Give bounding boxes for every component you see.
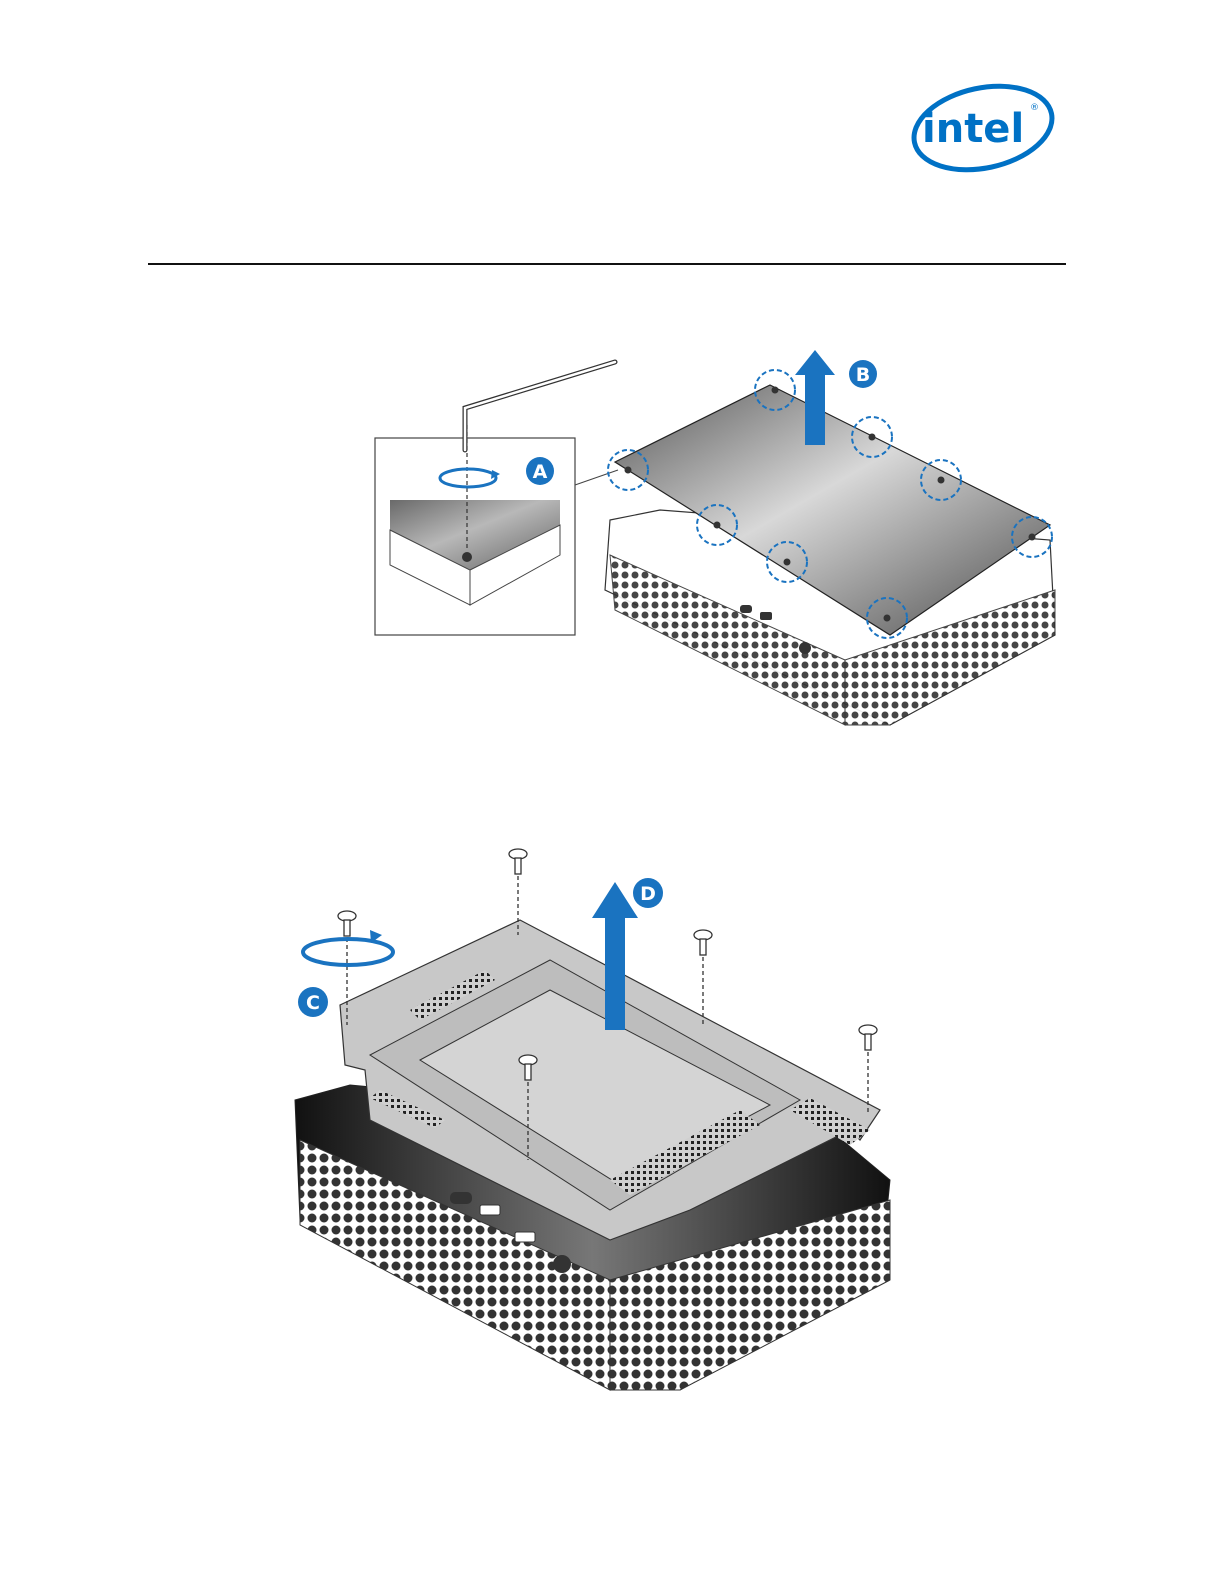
callout-a-label: A [533, 461, 548, 483]
svg-text:®: ® [1030, 103, 1039, 113]
callout-d: D [633, 878, 663, 908]
figure-remove-inner-plate: C D [270, 840, 910, 1400]
callout-c-label: C [306, 992, 320, 1014]
callout-a: A [526, 457, 554, 485]
header-rule [148, 263, 1066, 265]
rotate-arrow-icon [303, 939, 393, 965]
figure-remove-bottom-cover: A B [360, 350, 1060, 740]
callout-c: C [298, 987, 328, 1017]
inset-detail [375, 362, 618, 635]
intel-logo: intel ® [908, 80, 1058, 176]
callout-b-label: B [856, 364, 870, 386]
svg-text:intel: intel [922, 106, 1024, 152]
callout-b: B [849, 360, 877, 388]
callout-d-label: D [640, 883, 656, 905]
screw-icon [694, 930, 712, 1025]
